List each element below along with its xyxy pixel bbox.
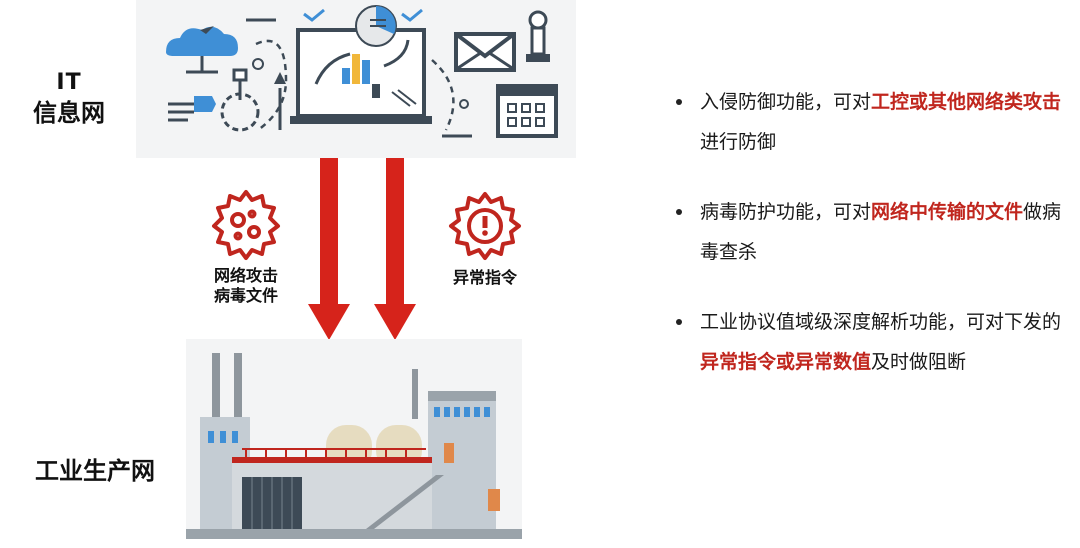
bullet-text-post: 及时做阻断 bbox=[871, 351, 967, 373]
arrow-down-left-icon bbox=[308, 158, 350, 340]
bullet-protocol-parsing: 工业协议值域级深度解析功能，可对下发的异常指令或异常数值及时做阻断 bbox=[670, 302, 1062, 382]
it-label-line2: 信息网 bbox=[33, 99, 105, 127]
bullet-highlight: 网络中传输的文件 bbox=[871, 201, 1024, 223]
threat-attack-virus: 网络攻击 病毒文件 bbox=[186, 186, 306, 306]
feature-bullet-list: 入侵防御功能，可对工控或其他网络类攻击进行防御 病毒防护功能，可对网络中传输的文… bbox=[670, 82, 1062, 412]
arrow-down-right-icon bbox=[374, 158, 416, 340]
document-icon bbox=[168, 96, 216, 122]
bullet-virus-protection: 病毒防护功能，可对网络中传输的文件做病毒查杀 bbox=[670, 192, 1062, 272]
bullet-text-post: 进行防御 bbox=[700, 131, 777, 153]
bullet-highlight: 异常指令或异常数值 bbox=[700, 351, 872, 373]
envelope-icon bbox=[454, 32, 516, 72]
calendar-icon bbox=[496, 84, 558, 138]
cloud-icon bbox=[166, 26, 238, 74]
it-network-illustration bbox=[136, 0, 576, 158]
threat-left-line1: 网络攻击 bbox=[213, 266, 278, 285]
stairs-icon bbox=[366, 475, 444, 529]
threat-abnormal-command: 异常指令 bbox=[430, 190, 540, 288]
pie-chart-icon bbox=[355, 5, 397, 47]
virus-icon bbox=[212, 190, 280, 260]
threat-left-line2: 病毒文件 bbox=[213, 286, 278, 305]
bullet-text-pre: 病毒防护功能，可对 bbox=[700, 201, 872, 223]
bullet-text-pre: 入侵防御功能，可对 bbox=[700, 91, 872, 113]
bullet-dot bbox=[676, 319, 682, 325]
bullet-text-post: 做病毒查杀 bbox=[700, 201, 1062, 263]
timer-icon bbox=[220, 58, 264, 132]
bullet-text-pre: 工业协议值域级深度解析功能，可对下发的 bbox=[700, 311, 1062, 333]
bullet-highlight: 工控或其他网络类攻击 bbox=[871, 91, 1062, 113]
it-network-label: IT 信息网 bbox=[14, 68, 124, 128]
bullet-dot bbox=[676, 209, 682, 215]
bullet-dot bbox=[676, 99, 682, 105]
factory-illustration bbox=[186, 339, 522, 539]
bullet-intrusion-prevention: 入侵防御功能，可对工控或其他网络类攻击进行防御 bbox=[670, 82, 1062, 162]
dashboard-board-icon bbox=[290, 28, 432, 124]
warning-gear-icon bbox=[449, 192, 521, 260]
chess-piece-icon bbox=[526, 10, 550, 62]
threat-right-label: 异常指令 bbox=[452, 268, 517, 287]
industrial-network-label: 工业生产网 bbox=[35, 457, 155, 485]
flow-arrows bbox=[308, 158, 416, 340]
it-label-line1: IT bbox=[56, 70, 82, 95]
